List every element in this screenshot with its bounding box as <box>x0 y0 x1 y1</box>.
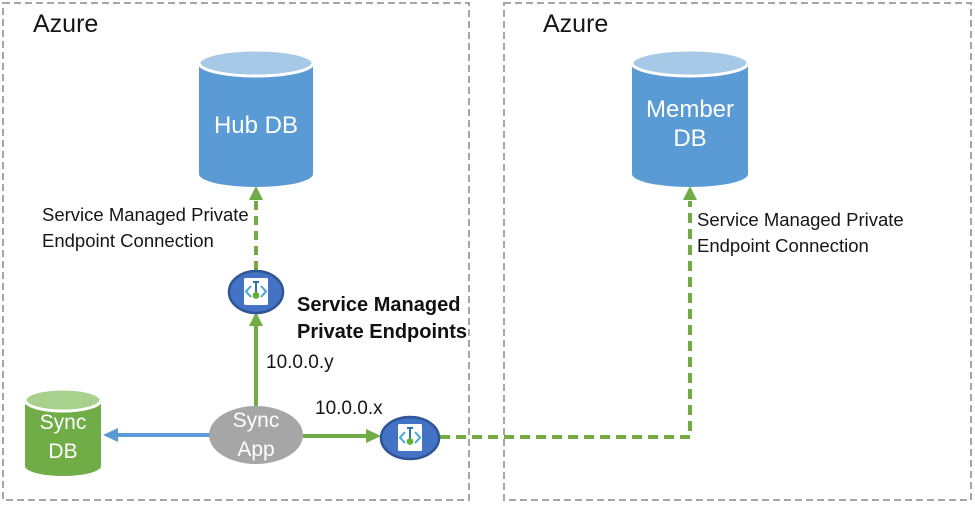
hub-db-cylinder <box>197 48 315 187</box>
azure-region-left-border <box>2 2 470 501</box>
private-endpoint-y <box>227 269 285 315</box>
endpoint-to-member-db-connector <box>440 186 697 439</box>
sync-app-to-sync-db-connector <box>103 428 211 442</box>
ip-label-y: 10.0.0.y <box>266 352 334 373</box>
private-endpoint-icon <box>244 281 268 299</box>
private-endpoint-x <box>379 415 441 461</box>
sync-app-to-endpoint-y-connector <box>249 312 263 406</box>
azure-region-right-title: Azure <box>543 10 609 38</box>
hub-db-label: Hub DB <box>213 112 299 139</box>
sync-app-label: Sync App <box>232 409 280 461</box>
private-endpoints-note: Service Managed Private Endpoints <box>297 294 468 343</box>
member-db-label: Member DB <box>645 96 735 152</box>
left-endpoint-connection-note: Service Managed Private Endpoint Connect… <box>42 204 249 251</box>
member-db-cylinder <box>630 48 750 187</box>
right-endpoint-connection-note: Service Managed Private Endpoint Connect… <box>697 209 904 256</box>
sync-app-to-endpoint-x-connector <box>303 429 381 443</box>
sync-db-label: Sync DB <box>39 411 87 463</box>
sync-app-shape <box>209 406 303 464</box>
azure-region-right-border <box>503 2 972 501</box>
private-endpoint-icon <box>398 427 422 445</box>
azure-region-left-title: Azure <box>33 10 99 38</box>
sync-db-cylinder <box>23 387 103 476</box>
ip-label-x: 10.0.0.x <box>315 398 383 419</box>
endpoint-to-hub-db-connector <box>249 186 263 270</box>
